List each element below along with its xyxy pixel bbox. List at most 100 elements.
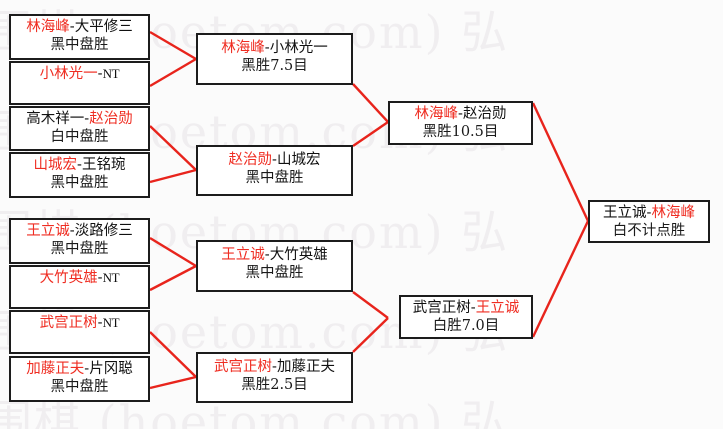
loser-name: 武宫正树 (412, 300, 471, 316)
connector-r2m4-to-sf2 (352, 317, 389, 353)
match-players: 山城宏-王铭琬 (34, 157, 126, 174)
match-result: 黑胜2.5目 (241, 376, 308, 393)
dash: - (97, 270, 103, 286)
winner-name: 王立诚 (221, 247, 265, 263)
match-players: 大竹英雄-NT (40, 270, 120, 287)
match-result: 黑中盘胜 (50, 174, 109, 191)
match-result: 白不计点胜 (612, 222, 686, 239)
match-players: 林海峰-小林光一 (221, 40, 327, 57)
connector-r1m8-to-r2m4 (149, 375, 197, 390)
connector-sf2-to-final (531, 220, 590, 338)
loser-name: 片冈聪 (89, 361, 133, 377)
match-result: 黑胜7.5目 (241, 57, 308, 74)
winner-name: 加藤正夫 (26, 361, 85, 377)
dash: - (97, 315, 103, 331)
dash: - (458, 106, 463, 122)
match-players: 加藤正夫-片冈聪 (26, 361, 132, 378)
dash: - (646, 205, 652, 221)
loser-name: 大平修三 (74, 19, 133, 35)
match-box-r1m7[interactable]: 武宫正树-NT (9, 310, 150, 354)
connector-r2m1-to-sf1 (352, 83, 389, 123)
match-players: 林海峰-大平修三 (26, 19, 132, 36)
loser-name: 淡路修三 (74, 223, 133, 239)
winner-name: 赵治勋 (89, 111, 133, 127)
loser-name: 山城宏 (276, 152, 321, 168)
connector-r1m2-to-r2m1 (149, 57, 197, 88)
dash: - (97, 66, 103, 82)
match-box-final[interactable]: 王立诚-林海峰 白不计点胜 (588, 200, 710, 243)
loser-name: NT (102, 66, 120, 81)
dash: - (264, 247, 270, 263)
match-result: 黑中盘胜 (245, 169, 304, 186)
loser-name: 王铭琬 (81, 157, 126, 173)
dash: - (272, 152, 277, 168)
match-result: 白中盘胜 (50, 128, 109, 145)
match-players: 王立诚-林海峰 (603, 205, 695, 222)
match-players: 赵治勋-山城宏 (229, 152, 321, 169)
winner-name: 林海峰 (26, 19, 70, 35)
connector-r1m5-to-r2m3 (149, 236, 197, 268)
match-players: 武宫正树-NT (40, 315, 120, 332)
winner-name: 林海峰 (221, 40, 265, 56)
dash: - (69, 223, 75, 239)
loser-name: 加藤正夫 (276, 359, 335, 375)
winner-name: 王立诚 (475, 300, 520, 316)
dash: - (84, 111, 90, 127)
match-box-r2m3[interactable]: 王立诚-大竹英雄 黑中盘胜 (196, 240, 353, 292)
winner-name: 大竹英雄 (39, 270, 98, 286)
winner-name: 林海峰 (414, 106, 459, 122)
match-box-r1m8[interactable]: 加藤正夫-片冈聪 黑中盘胜 (9, 356, 150, 402)
connector-r1m4-to-r2m2 (149, 168, 197, 184)
loser-name: NT (102, 315, 120, 330)
connector-sf1-to-final (531, 102, 590, 222)
connector-r1m1-to-r2m1 (149, 30, 197, 61)
loser-name: 赵治勋 (462, 106, 507, 122)
loser-name: 大竹英雄 (269, 247, 328, 263)
match-box-r1m6[interactable]: 大竹英雄-NT (9, 265, 150, 309)
match-box-r1m1[interactable]: 林海峰-大平修三 黑中盘胜 (9, 14, 150, 60)
match-players: 武宫正树-王立诚 (413, 300, 519, 317)
winner-name: 林海峰 (651, 205, 695, 221)
connector-r2m3-to-sf2 (352, 291, 389, 319)
match-box-r2m2[interactable]: 赵治勋-山城宏 黑中盘胜 (196, 145, 353, 196)
loser-name: 小林光一 (269, 40, 328, 56)
match-box-r1m3[interactable]: 高木祥一-赵治勋 白中盘胜 (9, 106, 150, 151)
match-players: 王立诚-大竹英雄 (221, 247, 327, 264)
winner-name: 武宫正树 (39, 315, 98, 331)
match-result: 黑中盘胜 (50, 378, 109, 395)
match-box-sf2[interactable]: 武宫正树-王立诚 白胜7.0目 (399, 295, 533, 339)
dash: - (470, 300, 476, 316)
match-players: 王立诚-淡路修三 (26, 223, 132, 240)
dash: - (69, 19, 75, 35)
winner-name: 赵治勋 (228, 152, 273, 168)
winner-name: 武宫正树 (214, 359, 273, 375)
winner-name: 小林光一 (39, 66, 98, 82)
connector-r1m6-to-r2m3 (149, 264, 197, 292)
match-players: 林海峰-赵治勋 (415, 106, 507, 123)
match-box-sf1[interactable]: 林海峰-赵治勋 黑胜10.5目 (388, 101, 533, 145)
dash: - (272, 359, 277, 375)
dash: - (84, 361, 90, 377)
match-box-r2m4[interactable]: 武宫正树-加藤正夫 黑胜2.5目 (196, 352, 353, 403)
match-box-r1m5[interactable]: 王立诚-淡路修三 黑中盘胜 (9, 218, 150, 264)
dash: - (264, 40, 270, 56)
match-result: 黑中盘胜 (50, 36, 109, 53)
match-players: 高木祥一-赵治勋 (26, 111, 132, 128)
match-players: 小林光一-NT (40, 66, 120, 83)
match-result: 白胜7.0目 (432, 317, 500, 334)
match-result: 黑胜10.5目 (422, 123, 499, 140)
match-players: 武宫正树-加藤正夫 (214, 359, 335, 376)
match-box-r2m1[interactable]: 林海峰-小林光一 黑胜7.5目 (196, 33, 353, 85)
match-box-r1m2[interactable]: 小林光一-NT (9, 61, 150, 105)
connector-r2m2-to-sf1 (352, 121, 389, 147)
connector-r1m3-to-r2m2 (149, 125, 197, 171)
match-box-r1m4[interactable]: 山城宏-王铭琬 黑中盘胜 (9, 152, 150, 198)
loser-name: 王立诚 (603, 205, 647, 221)
match-result: 黑中盘胜 (245, 264, 304, 281)
winner-name: 王立诚 (26, 223, 70, 239)
loser-name: NT (102, 270, 120, 285)
winner-name: 山城宏 (33, 157, 78, 173)
dash: - (77, 157, 82, 173)
